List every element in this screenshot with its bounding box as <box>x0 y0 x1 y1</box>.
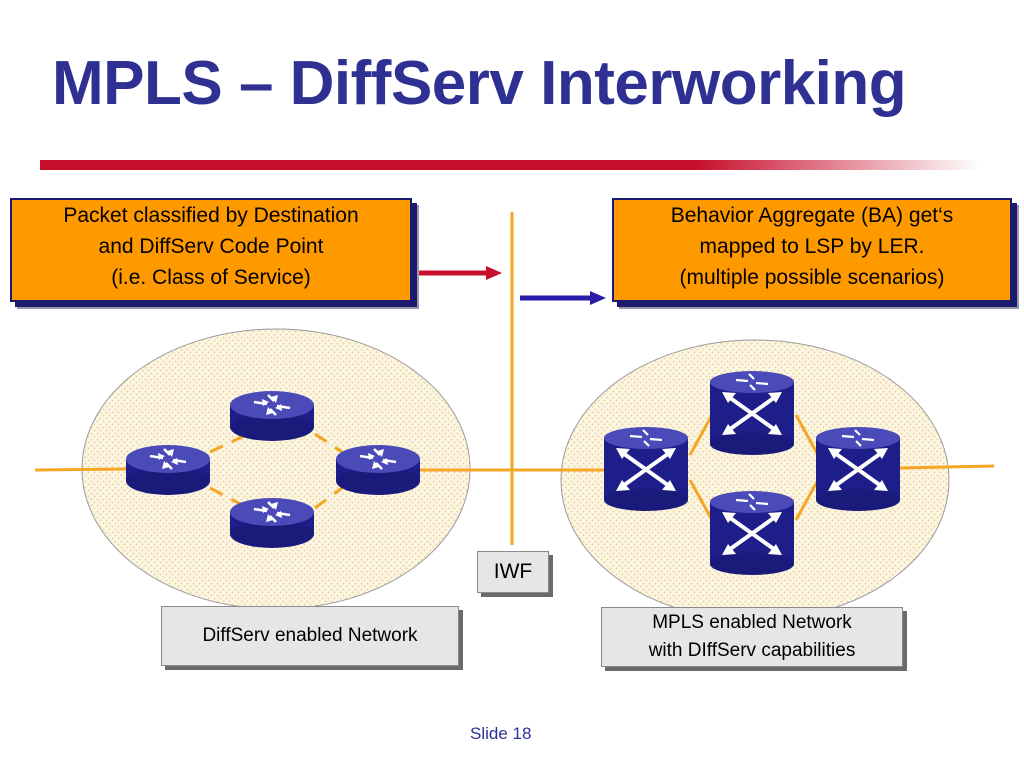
mpls-network-label: MPLS enabled Network with DIffServ capab… <box>601 607 903 667</box>
external-link-left <box>34 467 131 472</box>
mpls-label-line: MPLS enabled Network <box>652 612 852 633</box>
arrow-right-icon <box>520 291 606 305</box>
iwf-label: IWF <box>477 551 549 593</box>
arrow-right-icon <box>418 266 502 280</box>
callout-line: mapped to LSP by LER. <box>699 235 925 258</box>
title-underline <box>40 160 980 170</box>
lsr-switch-icon <box>708 369 796 457</box>
ba-mapping-callout: Behavior Aggregate (BA) get‘s mapped to … <box>612 198 1012 302</box>
mpls-label-line: with DIffServ capabilities <box>648 640 856 661</box>
slide-number: Slide 18 <box>470 724 532 743</box>
router-icon <box>124 443 212 497</box>
diffserv-network-label: DiffServ enabled Network <box>161 606 459 666</box>
lsr-switch-icon <box>814 425 902 513</box>
callout-line: (multiple possible scenarios) <box>679 266 945 289</box>
mpls-links <box>688 414 820 521</box>
router-icon <box>228 496 316 550</box>
callout-line: Behavior Aggregate (BA) get‘s <box>670 204 954 227</box>
router-icon <box>228 389 316 443</box>
callout-line: Packet classified by Destination <box>63 204 359 227</box>
external-link-right <box>897 464 995 470</box>
router-icon <box>334 443 422 497</box>
lsr-switch-icon <box>602 425 690 513</box>
callout-line: and DiffServ Code Point <box>98 235 324 258</box>
slide-title: MPLS – DiffServ Interworking <box>52 49 907 118</box>
classification-callout: Packet classified by Destination and Dif… <box>10 198 412 302</box>
callout-line: (i.e. Class of Service) <box>111 266 311 289</box>
lsr-switch-icon <box>708 489 796 577</box>
